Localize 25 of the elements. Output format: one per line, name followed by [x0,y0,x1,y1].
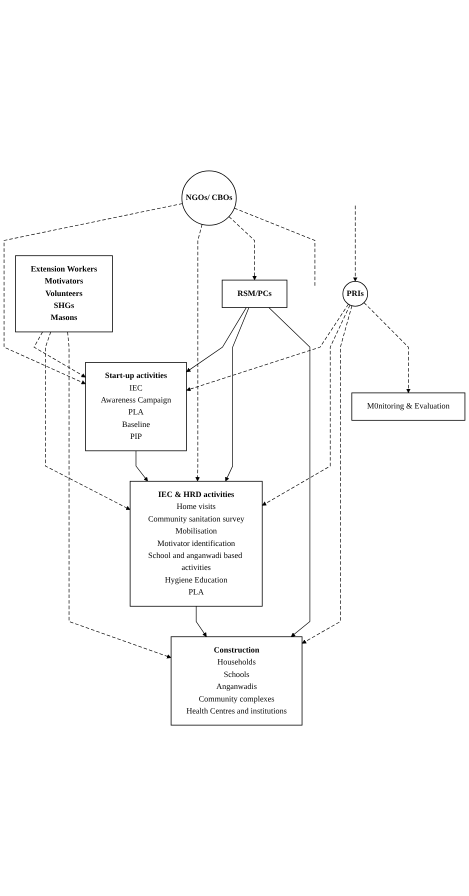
arrow [262,304,350,506]
arrow [136,450,148,482]
arrow [196,606,207,637]
node-box: Extension Workers Motivators Volunteers SHGs Masons [15,255,113,332]
arrow [4,203,183,384]
arrow [186,307,247,372]
node-box: IEC & HRD activities Home visits Community sanitation survey Mobilisation Motivator identification School and anganwadi based activities Hygiene Education PLA [130,480,263,607]
arrow [228,216,257,280]
arrow [268,307,310,637]
node-circle: NGOs/ CBOs [182,170,237,226]
arrow [45,332,130,510]
arrow [67,332,172,658]
arrow [195,224,202,482]
arrow [34,332,86,378]
arrow [225,307,250,482]
node-box: RSM/PCs [222,280,288,308]
arrow [302,305,352,644]
arrow [364,302,411,394]
node-box: Construction Households Schools Anganwadis Community complexes Health Centres and institutions [170,636,302,726]
arrow [353,205,358,282]
node-box: M0nitoring & Evaluation [351,392,466,421]
connector [234,208,316,287]
node-circle: PRIs [342,281,368,307]
node-box: Start-up activities IEC Awareness Campaign PLA Baseline PIP [85,362,187,452]
arrow [186,304,349,392]
